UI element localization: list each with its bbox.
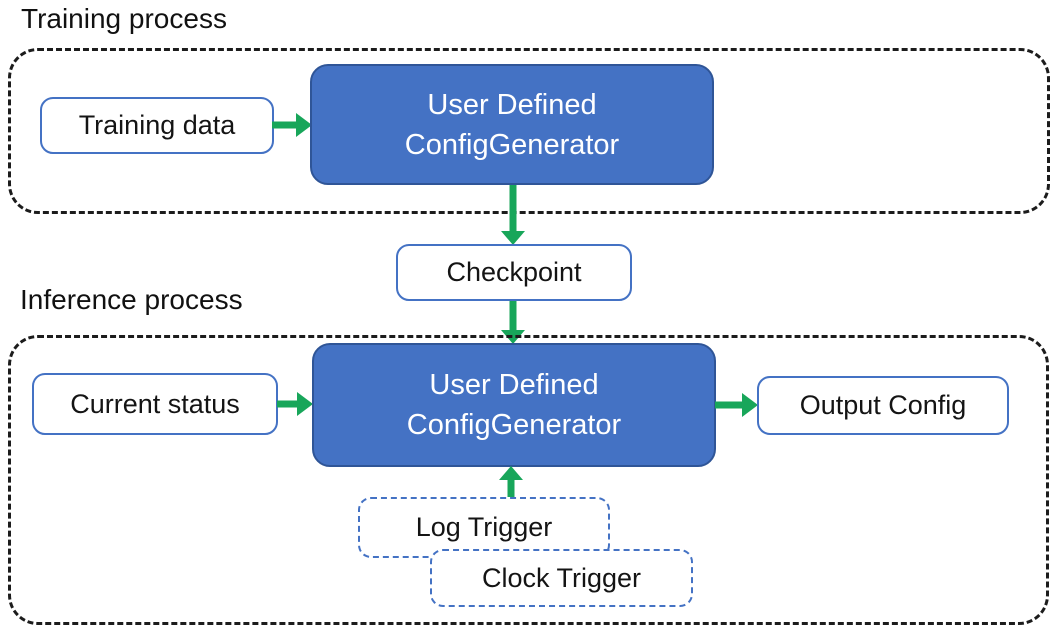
training-container: [8, 48, 1050, 214]
training-process-title: Training process: [21, 3, 227, 34]
arrow-current-status-icon: [277, 391, 313, 417]
log-trigger-label: Log Trigger: [415, 512, 553, 542]
training-data-box: Training data: [40, 97, 274, 154]
arrow-training-data-icon: [272, 112, 312, 138]
generator-training-line1: User Defined: [427, 88, 597, 121]
generator-inference-line2: ConfigGenerator: [406, 409, 622, 441]
checkpoint-box: Checkpoint: [396, 244, 632, 301]
generator-training-line2: ConfigGenerator: [404, 128, 620, 161]
output-config-box: Output Config: [757, 376, 1009, 435]
user-defined-generator-box-training: User Defined ConfigGenerator: [310, 64, 714, 185]
log-trigger-box: Log Trigger: [358, 497, 610, 558]
generator-inference-line1: User Defined: [429, 369, 599, 401]
inference-process-title: Inference process: [20, 284, 243, 315]
arrow-trigger-up-icon: [498, 466, 524, 499]
clock-trigger-label: Clock Trigger: [481, 562, 642, 593]
training-data-label: Training data: [78, 110, 236, 140]
inference-container: [8, 335, 1049, 625]
current-status-box: Current status: [32, 373, 278, 435]
checkpoint-label: Checkpoint: [446, 257, 582, 287]
arrow-generator-checkpoint-icon: [500, 185, 526, 245]
user-defined-generator-box-inference: User Defined ConfigGenerator: [312, 343, 716, 467]
clock-trigger-box: Clock Trigger: [430, 549, 693, 607]
output-config-label: Output Config: [799, 390, 967, 420]
arrow-output-config-icon: [715, 392, 758, 418]
current-status-label: Current status: [70, 388, 240, 419]
